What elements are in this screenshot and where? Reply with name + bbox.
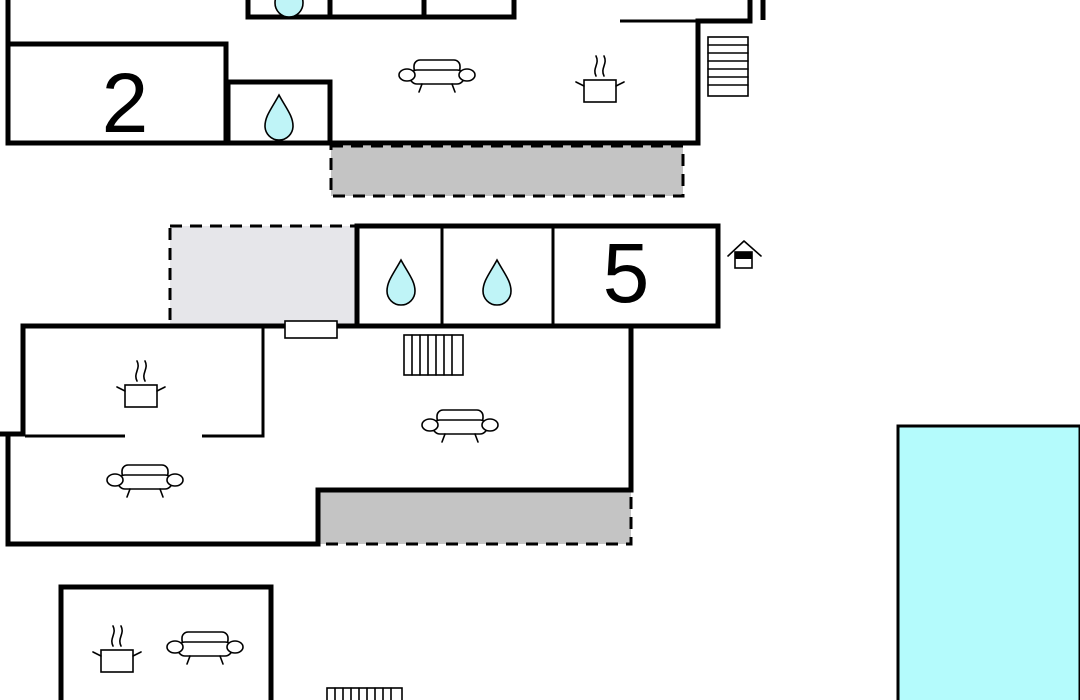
unit-top: 2	[5, 0, 766, 198]
stairs-icon	[326, 687, 403, 700]
terrace	[316, 488, 633, 546]
bathroom	[225, 79, 333, 146]
pool	[896, 424, 1080, 700]
sofa-icon	[106, 464, 184, 498]
cooking-pot-icon	[575, 55, 625, 103]
exterior-wall	[58, 584, 274, 700]
cooking-pot-icon	[116, 360, 166, 408]
unit-bottom	[58, 584, 403, 700]
water-drop-icon	[482, 259, 512, 306]
stairs-icon	[403, 334, 464, 376]
house-entrance-icon	[727, 240, 762, 269]
sofa-icon	[398, 59, 476, 93]
room-number-2: 2	[102, 56, 149, 150]
unit-middle: 5	[0, 223, 762, 547]
sofa-icon	[166, 631, 244, 665]
cooking-pot-icon	[92, 625, 142, 673]
terrace-open	[168, 224, 360, 327]
stairs-icon	[707, 36, 749, 97]
room-number-5: 5	[603, 226, 650, 320]
water-drop-icon	[386, 259, 416, 306]
terrace	[329, 144, 685, 198]
exterior-wall	[0, 223, 721, 547]
sofa-icon	[421, 409, 499, 443]
water-drop-icon	[264, 94, 294, 141]
water-drop-icon	[274, 0, 304, 18]
window	[284, 320, 338, 339]
